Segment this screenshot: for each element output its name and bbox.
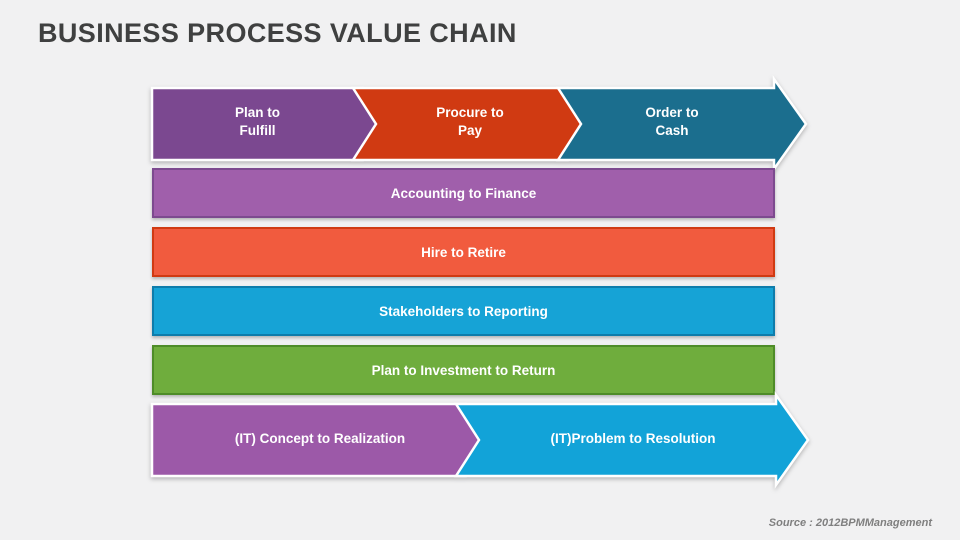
arrow-it-problem-to-resolution [453, 391, 810, 489]
bar-plan-to-investment-to-return: Plan to Investment to Return [152, 345, 775, 395]
bar-stakeholders-to-reporting: Stakeholders to Reporting [152, 286, 775, 336]
bar-hire-to-retire: Hire to Retire [152, 227, 775, 277]
top-arrow-row [150, 75, 808, 173]
bar-label: Hire to Retire [421, 244, 506, 260]
bar-label: Stakeholders to Reporting [379, 303, 548, 319]
page-title: BUSINESS PROCESS VALUE CHAIN [38, 18, 517, 48]
arrow-it-concept-to-realization [150, 402, 491, 478]
bar-accounting-to-finance: Accounting to Finance [152, 168, 775, 218]
arrow-plan-to-fulfill [150, 86, 388, 162]
source-credit: Source : 2012BPMManagement [768, 517, 932, 529]
bar-label: Plan to Investment to Return [371, 362, 556, 378]
arrow-procure-to-pay [350, 86, 593, 162]
bottom-arrow-row [150, 391, 810, 489]
arrow-order-to-cash [555, 75, 808, 173]
bar-label: Accounting to Finance [390, 185, 537, 201]
